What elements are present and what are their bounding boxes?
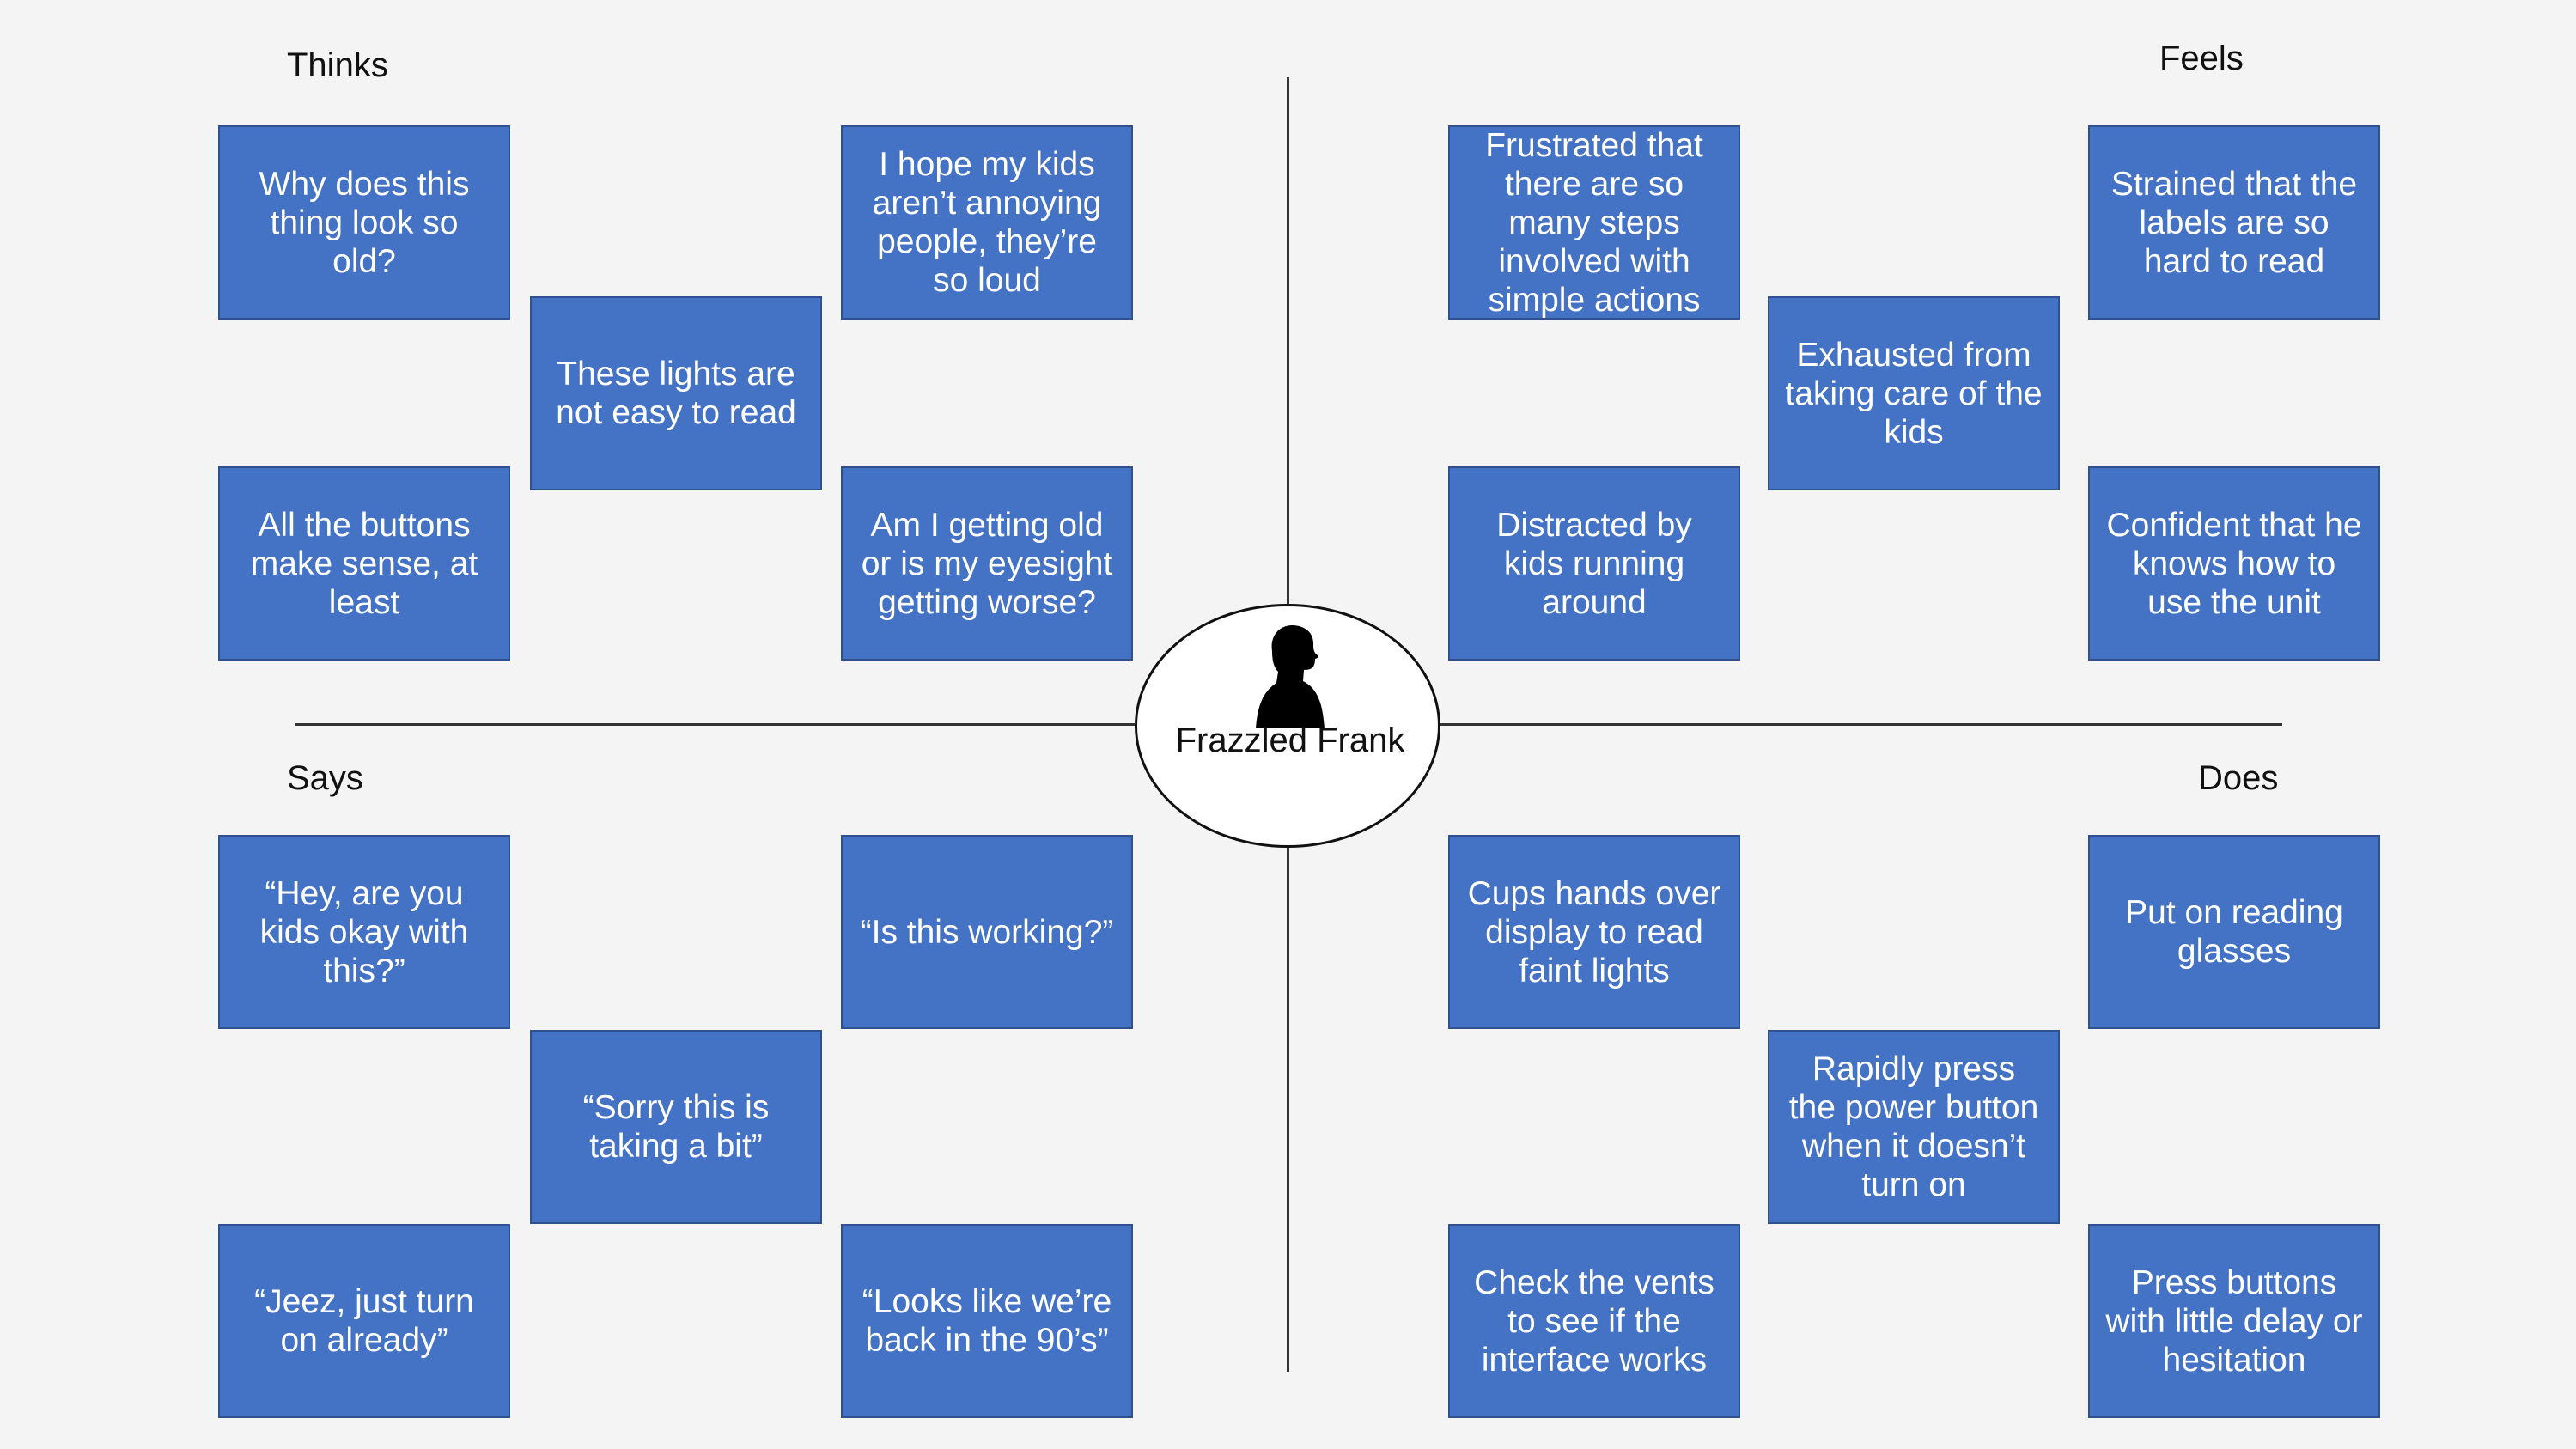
sticky-note: All the buttons make sense, at least — [218, 466, 510, 661]
vertical-axis-bottom — [1287, 848, 1289, 1372]
sticky-note-text: Put on reading glasses — [2125, 894, 2343, 970]
sticky-note: “Sorry this is taking a bit” — [530, 1030, 822, 1224]
sticky-note-text: Distracted by kids running around — [1496, 506, 1692, 621]
sticky-note: Strained that the labels are so hard to … — [2088, 125, 2380, 320]
sticky-note: Frustrated that there are so many steps … — [1448, 125, 1740, 320]
sticky-note: Am I getting old or is my eyesight getti… — [841, 466, 1133, 661]
sticky-note-text: Check the vents to see if the interface … — [1474, 1263, 1714, 1379]
persona-circle: Frazzled Frank — [1135, 604, 1440, 848]
sticky-note-text: “Hey, are you kids okay with this?” — [259, 874, 469, 989]
sticky-note-text: Frustrated that there are so many steps … — [1485, 126, 1703, 319]
sticky-note-text: Strained that the labels are so hard to … — [2110, 165, 2358, 280]
sticky-note-text: Why does this thing look so old? — [259, 165, 470, 280]
sticky-note-text: All the buttons make sense, at least — [250, 506, 478, 621]
sticky-note: “Is this working?” — [841, 835, 1133, 1029]
sticky-note: Check the vents to see if the interface … — [1448, 1224, 1740, 1418]
quadrant-label-thinks: Thinks — [287, 46, 388, 84]
horizontal-axis-right — [1440, 723, 2282, 726]
sticky-note: Distracted by kids running around — [1448, 466, 1740, 661]
persona-name: Frazzled Frank — [1175, 721, 1405, 759]
vertical-axis-top — [1287, 77, 1289, 604]
sticky-note-text: Rapidly press the power button when it d… — [1788, 1050, 2039, 1203]
sticky-note: “Looks like we’re back in the 90’s” — [841, 1224, 1133, 1418]
sticky-note-text: “Jeez, just turn on already” — [254, 1283, 474, 1359]
sticky-note-text: Confident that he knows how to use the u… — [2106, 506, 2362, 621]
person-silhouette-icon — [1256, 624, 1325, 728]
sticky-note-text: Am I getting old or is my eyesight getti… — [861, 506, 1113, 621]
sticky-note: “Hey, are you kids okay with this?” — [218, 835, 510, 1029]
quadrant-label-does: Does — [2198, 759, 2279, 797]
sticky-note: “Jeez, just turn on already” — [218, 1224, 510, 1418]
sticky-note: Why does this thing look so old? — [218, 125, 510, 320]
horizontal-axis-left — [295, 723, 1135, 726]
sticky-note: I hope my kids aren’t annoying people, t… — [841, 125, 1133, 320]
sticky-note-text: These lights are not easy to read — [556, 356, 796, 431]
sticky-note-text: I hope my kids aren’t annoying people, t… — [872, 146, 1102, 299]
quadrant-label-feels: Feels — [2159, 40, 2244, 77]
sticky-note: Confident that he knows how to use the u… — [2088, 466, 2380, 661]
sticky-note-text: “Is this working?” — [860, 913, 1114, 951]
sticky-note: Exhausted from taking care of the kids — [1768, 296, 2060, 490]
sticky-note: Press buttons with little delay or hesit… — [2088, 1224, 2380, 1418]
sticky-note: Put on reading glasses — [2088, 835, 2380, 1029]
sticky-note-text: Press buttons with little delay or hesit… — [2105, 1263, 2363, 1379]
quadrant-label-says: Says — [287, 759, 363, 797]
sticky-note-text: “Sorry this is taking a bit” — [582, 1089, 770, 1165]
sticky-note: Rapidly press the power button when it d… — [1768, 1030, 2060, 1224]
sticky-note-text: “Looks like we’re back in the 90’s” — [862, 1283, 1112, 1359]
sticky-note-text: Exhausted from taking care of the kids — [1785, 336, 2043, 451]
sticky-note: Cups hands over display to read faint li… — [1448, 835, 1740, 1029]
sticky-note-text: Cups hands over display to read faint li… — [1467, 874, 1721, 989]
sticky-note: These lights are not easy to read — [530, 296, 822, 490]
